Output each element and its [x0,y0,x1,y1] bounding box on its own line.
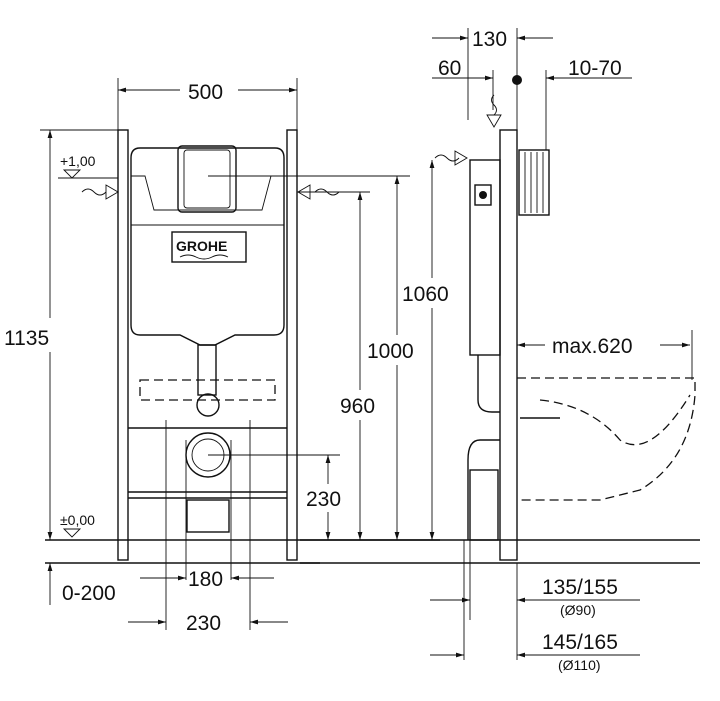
inlet-spacing-dimension: 180 [188,568,223,591]
frame-left-post [117,129,129,561]
height-dimension: 1135 [4,327,49,350]
d110-range-dimension: 145/165 [542,631,618,654]
side-cistern [469,159,501,356]
level-top-label: +1,00 [60,153,96,169]
outlet-height-dimension: 230 [306,488,341,511]
grohe-logo [171,231,247,263]
front-view: GROHE 500 1135 +1,00 ±0,00 [4,78,449,635]
center-dot [512,75,522,85]
height-960-dimension: 960 [340,395,375,418]
max-projection-dimension: max.620 [552,335,633,358]
side-frame [499,129,518,561]
width-dimension: 500 [188,81,223,104]
bolt-spacing-dimension: 230 [186,612,221,635]
wall-cover [518,149,550,216]
d90-label: (Ø90) [560,602,596,618]
frame-right-post [286,129,298,561]
floor-adjust-dimension: 0-200 [62,582,116,605]
wall-range-dimension: 10-70 [568,57,622,80]
inlet-offset-dimension: 60 [438,57,461,80]
brand-logo-text: GROHE [176,238,227,254]
d90-range-dimension: 135/155 [542,576,618,599]
height-1060-dimension: 1060 [402,283,449,306]
level-floor-label: ±0,00 [60,512,95,528]
side-view: 130 60 10-70 max.620 135/155 (Ø90) 145/1… [300,28,700,673]
height-1000-dimension: 1000 [367,340,414,363]
depth-dimension: 130 [472,28,507,51]
flush-plate [177,145,237,213]
d110-label: (Ø110) [558,657,601,673]
